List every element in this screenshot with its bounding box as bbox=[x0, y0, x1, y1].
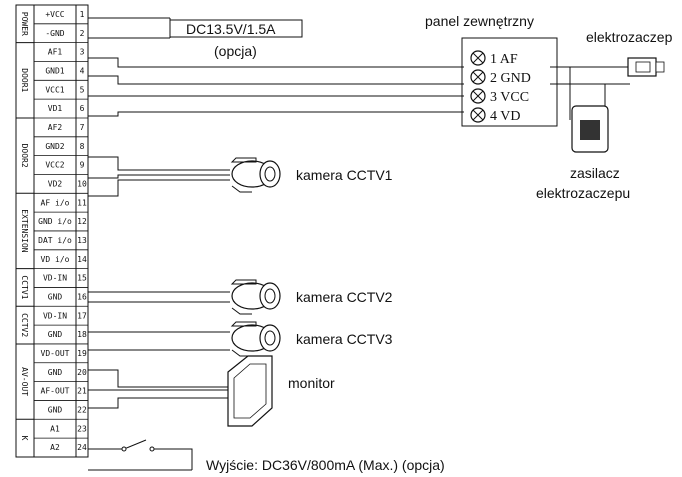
pin-name: VCC1 bbox=[45, 85, 64, 94]
pin-number: 6 bbox=[80, 104, 85, 113]
pin-number: 15 bbox=[77, 274, 87, 283]
pin-number: 20 bbox=[77, 368, 87, 377]
pin-number: 11 bbox=[77, 198, 87, 207]
pin-name: AF-OUT bbox=[41, 387, 70, 396]
pin-name: GND bbox=[48, 368, 63, 377]
group-label: EXTENSION bbox=[20, 209, 29, 253]
group-label: K bbox=[20, 436, 29, 441]
pin-number: 7 bbox=[80, 123, 85, 132]
panel-terminal-cross bbox=[472, 71, 484, 83]
pin-name: GND bbox=[48, 330, 63, 339]
camera-cctv3-icon: kamera CCTV3 bbox=[230, 321, 393, 357]
pin-number: 21 bbox=[77, 387, 87, 396]
panel-terminal-cross bbox=[472, 52, 484, 64]
pin-name: VD-OUT bbox=[41, 349, 70, 358]
pin-number: 8 bbox=[80, 142, 85, 151]
panel-terminal-label: 1 AF bbox=[490, 52, 518, 67]
group-label: DOOR2 bbox=[20, 144, 29, 168]
pin-name: GND i/o bbox=[38, 217, 72, 226]
pin-number: 1 bbox=[80, 10, 85, 19]
pin-name: GND2 bbox=[45, 142, 64, 151]
pin-number: 14 bbox=[77, 255, 87, 264]
group-label: POWER bbox=[20, 12, 29, 36]
monitor-label: monitor bbox=[288, 375, 335, 391]
camera-cctv3-label: kamera CCTV3 bbox=[296, 331, 393, 347]
monitor-icon: monitor bbox=[227, 355, 335, 427]
pin-name: VCC2 bbox=[45, 161, 64, 170]
pin-number: 18 bbox=[77, 330, 87, 339]
lock-psu-icon: zasilacz elektrozaczepu bbox=[536, 105, 630, 201]
pin-name: +VCC bbox=[45, 10, 64, 19]
panel-terminal-cross bbox=[472, 90, 484, 102]
group-label: CCTV1 bbox=[20, 275, 29, 299]
door-lock-icon: elektrozaczep bbox=[586, 29, 673, 77]
camera-cctv2-label: kamera CCTV2 bbox=[296, 289, 393, 305]
panel-terminal-label: 3 VCC bbox=[490, 90, 529, 105]
pin-name: VD2 bbox=[48, 179, 63, 188]
power-supply-note: (opcja) bbox=[214, 43, 257, 59]
pin-name: AF2 bbox=[48, 123, 63, 132]
pin-number: 3 bbox=[80, 48, 85, 57]
pin-number: 2 bbox=[80, 29, 85, 38]
pin-number: 12 bbox=[77, 217, 87, 226]
pin-number: 24 bbox=[77, 443, 87, 452]
pin-number: 10 bbox=[77, 179, 87, 188]
pin-name: VD-IN bbox=[43, 311, 67, 320]
monitor-wires bbox=[88, 369, 232, 409]
camera-cctv2-icon: kamera CCTV2 bbox=[230, 279, 393, 315]
pin-name: VD-IN bbox=[43, 274, 67, 283]
relay-output-label: Wyjście: DC36V/800mA (Max.) (opcja) bbox=[206, 457, 445, 473]
pin-number: 4 bbox=[80, 66, 85, 75]
pin-name: VD1 bbox=[48, 104, 63, 113]
door1-wires bbox=[88, 57, 464, 117]
pin-name: GND bbox=[48, 405, 63, 414]
panel-terminal-cross bbox=[472, 109, 484, 121]
pin-number: 16 bbox=[77, 292, 87, 301]
power-supply: DC13.5V/1.5A (opcja) bbox=[88, 17, 303, 59]
pin-number: 5 bbox=[80, 85, 85, 94]
group-label: DOOR1 bbox=[20, 68, 29, 92]
camera-cctv1-label: kamera CCTV1 bbox=[296, 167, 393, 183]
outdoor-panel: panel zewnętrzny 1 AF 2 GND 3 VCC 4 VD bbox=[425, 13, 558, 127]
lock-psu-label-2: elektrozaczepu bbox=[536, 185, 630, 201]
lock-psu-label-1: zasilacz bbox=[570, 165, 620, 181]
cctv3-wires bbox=[88, 331, 230, 351]
pin-number: 23 bbox=[77, 424, 87, 433]
pin-number: 17 bbox=[77, 311, 87, 320]
pin-name: A2 bbox=[50, 443, 60, 452]
pin-number: 13 bbox=[77, 236, 87, 245]
relay-output: Wyjście: DC36V/800mA (Max.) (opcja) bbox=[88, 439, 445, 473]
panel-terminal-label: 2 GND bbox=[490, 71, 531, 86]
pin-name: GND1 bbox=[45, 66, 64, 75]
pin-name: AF i/o bbox=[41, 198, 70, 207]
group-label: CCTV2 bbox=[20, 313, 29, 337]
pin-number: 19 bbox=[77, 349, 87, 358]
pin-name: VD i/o bbox=[41, 255, 70, 264]
door-lock-label: elektrozaczep bbox=[586, 29, 673, 45]
pin-name: A1 bbox=[50, 424, 60, 433]
outdoor-panel-title: panel zewnętrzny bbox=[425, 13, 534, 29]
pin-name: -GND bbox=[45, 29, 64, 38]
cctv2-wires bbox=[88, 291, 230, 303]
camera-cctv1-icon: kamera CCTV1 bbox=[230, 157, 393, 193]
panel-terminal-label: 4 VD bbox=[490, 109, 520, 124]
pin-name: GND bbox=[48, 292, 63, 301]
power-supply-label: DC13.5V/1.5A bbox=[186, 21, 276, 37]
pin-name: AF1 bbox=[48, 48, 63, 57]
pin-name: DAT i/o bbox=[38, 236, 72, 245]
pin-number: 9 bbox=[80, 161, 85, 170]
pin-number: 22 bbox=[77, 405, 87, 414]
cctv1-wires bbox=[88, 156, 230, 197]
group-label: AV-OUT bbox=[20, 367, 29, 396]
